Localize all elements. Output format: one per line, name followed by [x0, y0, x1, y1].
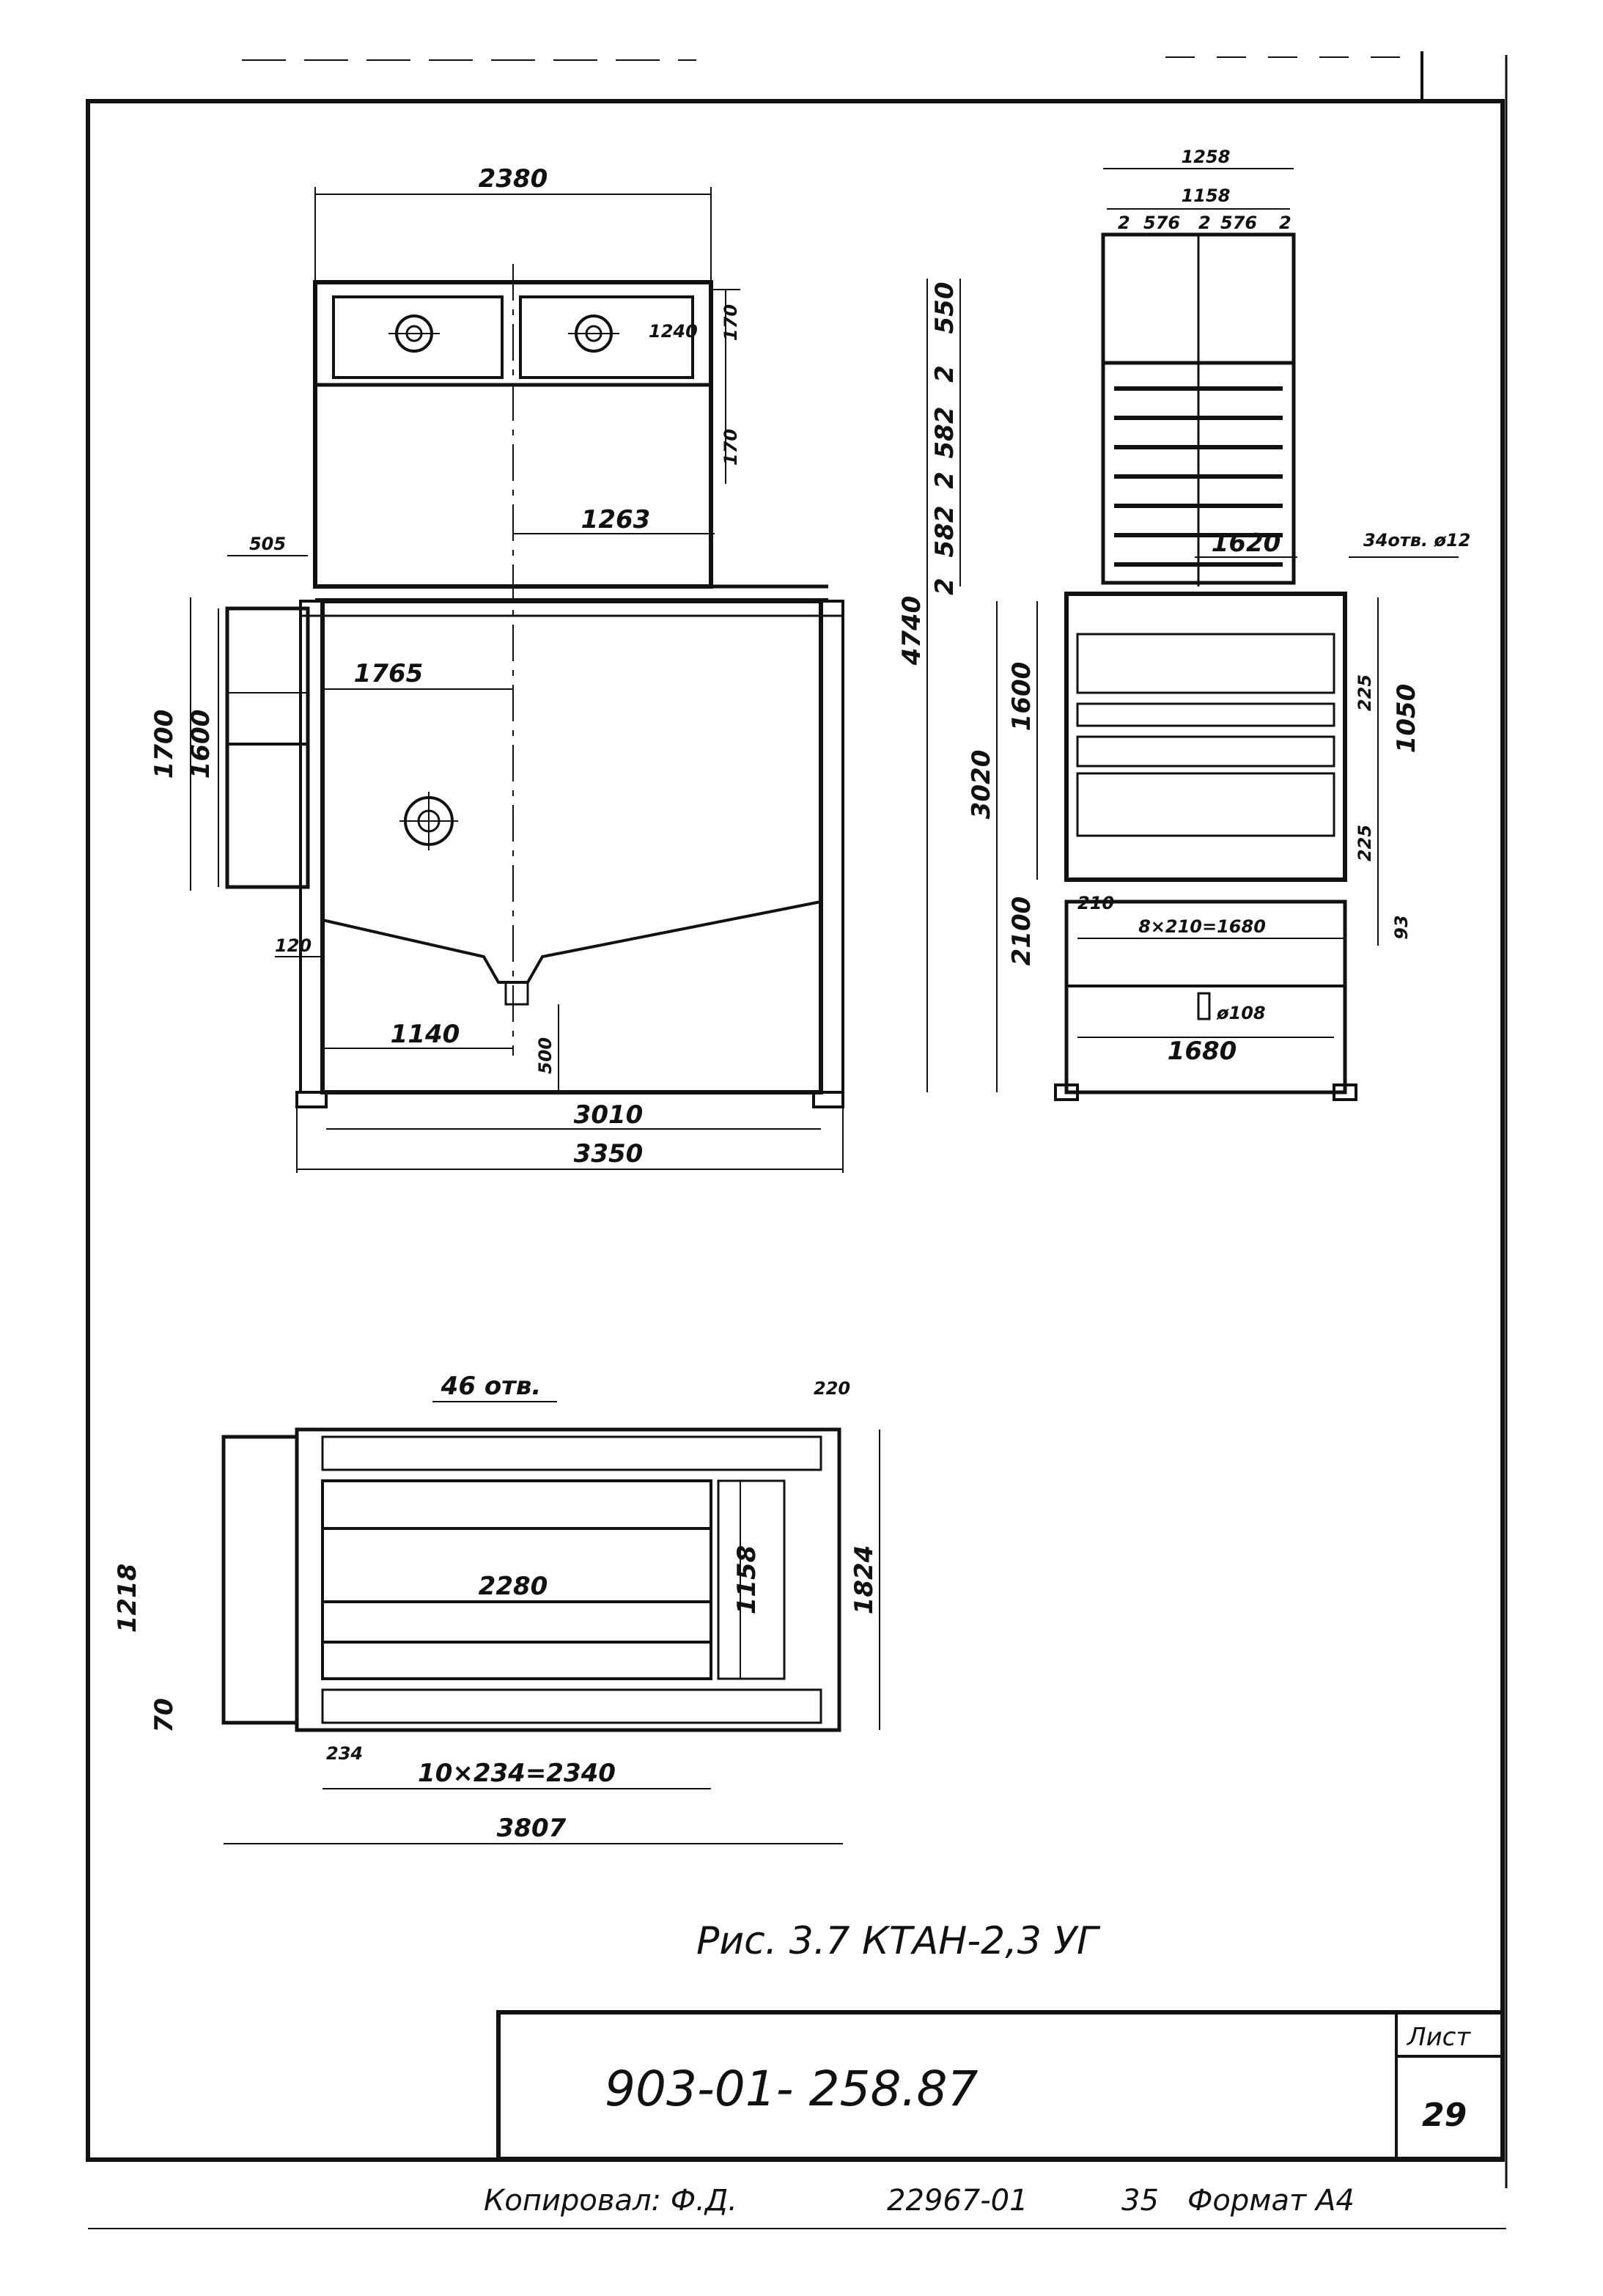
- front-view: 2380 1240 170 170 1263 505 1765 1700 160…: [150, 164, 844, 1173]
- side-tube-bank: [1076, 633, 1335, 837]
- side-dim-2b: 2: [930, 471, 959, 489]
- title-block: 903-01- 258.87 Лист 29: [496, 2010, 1505, 2161]
- front-dim-offset: 1263: [581, 505, 651, 534]
- front-dim-duct-h: 1700: [150, 710, 179, 779]
- side-dim-2100: 2100: [1007, 897, 1036, 966]
- plan-dim-1218: 1218: [113, 1564, 142, 1633]
- plan-dim-1158: 1158: [732, 1545, 762, 1615]
- side-dim-3020: 3020: [967, 750, 996, 820]
- sheet-number: 29: [1422, 2097, 1467, 2134]
- front-dim-center: 1765: [354, 659, 424, 688]
- side-dim-dia108: ø108: [1216, 1003, 1266, 1023]
- side-dim-582b: 582: [930, 506, 959, 558]
- front-dim-duct-h2: 1600: [186, 710, 215, 779]
- side-dim-8x210: 8×210=1680: [1138, 916, 1266, 937]
- side-dim-holes: 34отв. ø12: [1363, 530, 1470, 551]
- front-dim-hatch-h: 170: [721, 304, 741, 341]
- plan-tube-rows: [323, 1527, 711, 1644]
- front-dim-1140: 1140: [391, 1020, 460, 1049]
- front-dim-500: 500: [535, 1037, 556, 1074]
- footer-number: 22967-01: [887, 2184, 1028, 2218]
- plan-dim-2280: 2280: [479, 1572, 548, 1601]
- document-code: 903-01- 258.87: [605, 2061, 979, 2117]
- plan-dim-1824: 1824: [850, 1545, 879, 1615]
- side-dim-1158: 1158: [1182, 185, 1231, 206]
- side-dim-582a: 582: [930, 407, 959, 459]
- plan-dim-70: 70: [150, 1698, 179, 1732]
- plan-view: 46 отв. 220 1218 70 1158 2280 1824 234 1…: [113, 1372, 880, 1844]
- front-dim-3010: 3010: [574, 1100, 644, 1130]
- side-view: 1258 1158 2 576 2 576 2 550 2 582 2 582 …: [897, 147, 1470, 1101]
- footer: Копировал: Ф.Д. 22967-01 35 Формат А4: [484, 2184, 1355, 2218]
- side-dim-1620: 1620: [1212, 529, 1281, 558]
- plan-dim-holes: 46 отв.: [441, 1372, 542, 1401]
- front-dim-120: 120: [275, 935, 312, 956]
- side-dim-1600: 1600: [1007, 662, 1036, 732]
- side-dim-1680: 1680: [1168, 1037, 1237, 1066]
- front-dim-hatch-h2: 170: [721, 429, 741, 466]
- side-dim-gap3: 2: [1279, 213, 1291, 233]
- front-dim-3350: 3350: [574, 1139, 644, 1169]
- side-dim-gap1: 2: [1118, 213, 1130, 233]
- footer-format: Формат А4: [1187, 2184, 1355, 2218]
- side-dim-576a: 576: [1143, 213, 1180, 233]
- footer-copied: Копировал: Ф.Д.: [484, 2184, 737, 2218]
- front-dim-hatch: 1240: [649, 321, 698, 342]
- side-dim-210: 210: [1077, 893, 1114, 913]
- side-dim-225a: 225: [1355, 674, 1375, 711]
- plan-dim-220: 220: [814, 1378, 850, 1399]
- side-dim-4740: 4740: [897, 596, 926, 666]
- side-dim-93: 93: [1391, 915, 1412, 939]
- figure-caption: Рис. 3.7 КТАН-2,3 УГ: [696, 1919, 1101, 1963]
- side-dim-gap2: 2: [1198, 213, 1211, 233]
- side-dim-1050: 1050: [1392, 684, 1421, 754]
- plan-dim-234: 234: [326, 1743, 363, 1764]
- side-louvers: [1114, 386, 1283, 567]
- front-dim-width: 2380: [479, 164, 548, 194]
- footer-sheet-index: 35: [1121, 2184, 1159, 2218]
- side-dim-1258: 1258: [1182, 147, 1231, 167]
- side-dim-225b: 225: [1355, 825, 1375, 861]
- side-dim-2a: 2: [930, 365, 959, 383]
- side-dim-550: 550: [930, 282, 959, 334]
- plan-dim-10x234: 10×234=2340: [418, 1759, 616, 1788]
- sheet-label: Лист: [1406, 2023, 1471, 2052]
- plan-dim-3807: 3807: [497, 1814, 567, 1843]
- side-dim-2c: 2: [930, 578, 959, 595]
- side-dim-576b: 576: [1220, 213, 1257, 233]
- front-dim-duct: 505: [249, 534, 286, 554]
